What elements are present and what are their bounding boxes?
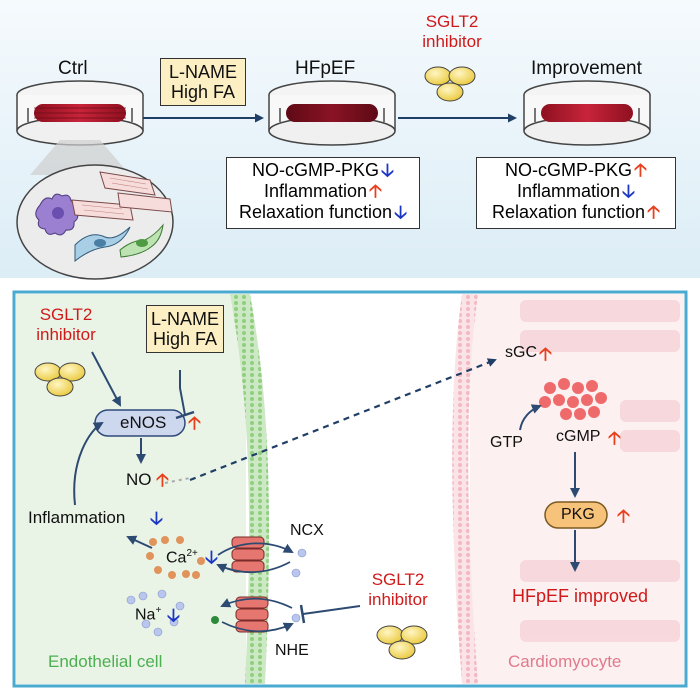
arrow-inflammation-to-enos: [73, 421, 104, 506]
improve-result-nocgmp-text: NO-cGMP-PKG: [505, 160, 633, 180]
hfpef-result-inflammation-text: Inflammation: [264, 181, 368, 201]
up-arrow-icon: 🡡: [647, 202, 661, 222]
down-arrow-icon: 🡣: [622, 181, 635, 201]
inhibit-sglt2-to-nhe: [302, 605, 361, 615]
inflammation-down-arrow-icon: 🡣: [150, 508, 163, 528]
lname-label-bottom: L-NAME: [150, 309, 219, 329]
ncx-channel: [231, 536, 265, 573]
improve-result-nocgmp: NO-cGMP-PKG🡡: [477, 160, 675, 181]
nhe-channel: [235, 596, 269, 633]
improve-result-relaxation: Relaxation function🡡: [477, 202, 675, 223]
sodium-dots: [126, 589, 185, 637]
hfpef-result-relaxation: Relaxation function🡣: [227, 202, 419, 223]
dotted-no-line: [164, 477, 191, 484]
sglt2-pill-icon-top: [424, 66, 476, 102]
sodium-down-arrow-icon: 🡣: [167, 605, 180, 625]
sgc-label: sGC: [505, 344, 537, 361]
arrow-ca-to-inflammation: [126, 535, 153, 549]
down-arrow-icon: 🡣: [394, 202, 408, 222]
sglt2-label-right: SGLT2: [371, 570, 425, 589]
inhibit-bar-nhe: [299, 604, 306, 624]
nhe-arrow-out: [221, 621, 294, 633]
cgmp-cluster: [539, 378, 607, 420]
calcium-label: Ca2+: [166, 548, 198, 567]
hfpef-improved-label: HFpEF improved: [512, 586, 649, 606]
up-arrow-icon: 🡡: [634, 160, 647, 180]
myofibril-stripes: [520, 300, 680, 642]
sglt2-pill-icon-left: [34, 362, 86, 397]
sglt2-label-left: SGLT2: [39, 305, 93, 324]
inhibitor-label-left: inhibitor: [36, 325, 96, 344]
enos-up-arrow-icon: 🡡: [188, 413, 201, 433]
enos-label: eNOS: [120, 413, 167, 432]
highfa-label-top: High FA: [170, 82, 236, 102]
gtp-label: GTP: [490, 434, 523, 451]
down-arrow-icon: 🡣: [381, 160, 394, 180]
pkg-capsule: [544, 501, 608, 529]
ncx-outer-dots: [291, 548, 307, 578]
hfpef-result-inflammation: Inflammation🡡: [227, 181, 419, 202]
proton-dot: [211, 616, 219, 624]
endothelial-cell-label: Endothelial cell: [48, 652, 163, 671]
improvement-dish: [523, 80, 651, 146]
sglt2-inhibitor-left: SGLT2 inhibitor: [36, 305, 96, 345]
hfpef-result-relaxation-text: Relaxation function: [238, 202, 393, 222]
improve-result-inflammation: Inflammation🡣: [477, 181, 675, 202]
improve-result-inflammation-text: Inflammation: [517, 181, 621, 201]
endothelial-region: [16, 294, 246, 684]
improve-result-relaxation-text: Relaxation function: [491, 202, 646, 222]
sglt2-pill-icon-right: [376, 625, 428, 660]
cardiomyocyte-membrane: [452, 294, 478, 684]
nhe-outer-dot: [291, 613, 301, 623]
up-arrow-icon: 🡡: [369, 181, 382, 201]
cgmp-label: cGMP: [556, 428, 601, 445]
ctrl-dish: [16, 80, 144, 146]
ctrl-label: Ctrl: [58, 58, 88, 79]
hfpef-results-box: NO-cGMP-PKG🡣 Inflammation🡡 Relaxation fu…: [226, 157, 420, 229]
no-label: NO: [126, 470, 152, 489]
lname-highfa-box-bottom: L-NAME High FA: [146, 305, 224, 353]
pkg-label: PKG: [561, 506, 595, 523]
sgc-up-arrow-icon: 🡡: [539, 344, 552, 364]
pkg-up-arrow-icon: 🡡: [617, 506, 630, 526]
inhibit-lname-to-enos: [179, 370, 186, 416]
lname-label-top: L-NAME: [168, 62, 237, 82]
hfpef-result-nocgmp-text: NO-cGMP-PKG: [252, 160, 380, 180]
calcium-sup: 2+: [186, 548, 198, 559]
cell-illustrations: [35, 171, 173, 263]
cardiomyocyte-label: Cardiomyocyte: [508, 652, 622, 671]
inhibitor-label-right: inhibitor: [368, 590, 428, 609]
inhibit-bar-enos: [175, 410, 195, 420]
hfpef-dish: [268, 80, 396, 146]
nhe-label: NHE: [275, 642, 309, 659]
cgmp-up-arrow-icon: 🡡: [608, 428, 621, 448]
endothelial-membrane: [230, 294, 270, 684]
ncx-arrow-out: [216, 561, 291, 574]
sglt2-label-top: SGLT2: [425, 12, 479, 31]
calcium-text: Ca: [166, 549, 187, 567]
calcium-dots: [146, 536, 205, 579]
inhibitor-label-top: inhibitor: [422, 32, 482, 51]
improvement-label: Improvement: [531, 58, 642, 79]
highfa-label-bottom: High FA: [152, 329, 218, 349]
nhe-arrow-in: [220, 597, 293, 609]
improvement-results-box: NO-cGMP-PKG🡡 Inflammation🡣 Relaxation fu…: [476, 157, 676, 229]
hfpef-result-nocgmp: NO-cGMP-PKG🡣: [227, 160, 419, 181]
ncx-label: NCX: [290, 522, 324, 539]
no-up-arrow-icon: 🡡: [156, 470, 169, 490]
ncx-arrow-in: [217, 542, 294, 556]
calcium-down-arrow-icon: 🡣: [205, 547, 218, 567]
lname-highfa-box-top: L-NAME High FA: [160, 58, 246, 106]
sglt2-inhibitor-right: SGLT2 inhibitor: [366, 570, 430, 610]
sodium-text: Na: [135, 606, 156, 624]
hfpef-label: HFpEF: [295, 58, 356, 79]
sglt2-inhibitor-top: SGLT2 inhibitor: [422, 12, 482, 52]
inflammation-label: Inflammation: [28, 508, 126, 527]
sodium-sup: +: [155, 605, 162, 616]
arrow-gtp-to-cgmp: [519, 404, 542, 431]
arrow-sglt2-to-enos: [91, 351, 121, 407]
sodium-label: Na+: [135, 605, 161, 624]
